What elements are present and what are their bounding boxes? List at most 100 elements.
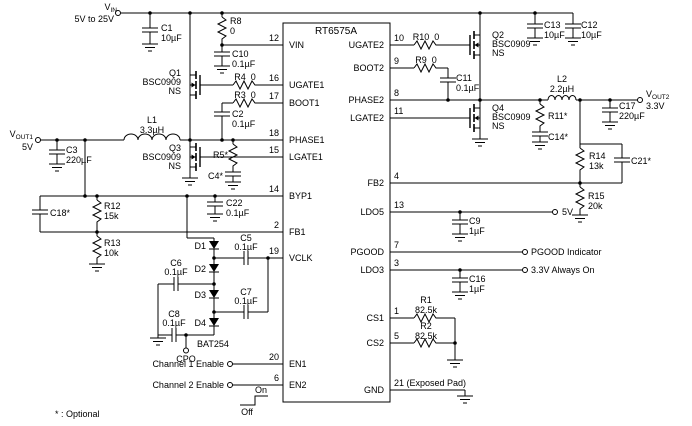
pin-name-fb1: FB1 <box>289 227 306 237</box>
q3-ref: Q3 <box>169 143 181 153</box>
capacitor-c14 <box>531 131 549 137</box>
c13-val: 10µF <box>544 30 565 40</box>
r8-ref: R8 <box>230 16 242 26</box>
capacitor-c7 <box>243 304 249 320</box>
r13-ref: R13 <box>104 238 121 248</box>
c11-val: 0.1µF <box>456 83 480 93</box>
capacitor-c2 <box>213 111 231 117</box>
capacitor-c6 <box>173 276 179 292</box>
mosfet-q4 <box>459 100 481 136</box>
inductor-l2 <box>547 95 577 101</box>
ground-symbol <box>456 395 474 404</box>
q3-model: BSC0909 <box>142 152 181 162</box>
pin-num-lgate1: 15 <box>269 145 279 155</box>
terminal-circles <box>35 10 643 388</box>
r2-val: 82.5k <box>415 331 438 341</box>
capacitor-c1 <box>141 27 159 33</box>
pin-num-ldo5: 13 <box>394 200 404 210</box>
capacitor-c17 <box>601 107 619 113</box>
wiring-input-rail <box>121 12 574 140</box>
wiring-outputs <box>390 211 553 396</box>
q2-model: BSC0909 <box>492 39 531 49</box>
capacitor-c22 <box>206 201 224 207</box>
ground-symbols <box>48 37 619 404</box>
ground-symbol <box>601 121 619 130</box>
ground-symbol <box>571 214 589 223</box>
c21-ref: C21* <box>631 156 652 166</box>
c9-ref: C9 <box>469 216 481 226</box>
capacitor-c10 <box>213 51 231 57</box>
wiring-feedback2 <box>390 100 623 215</box>
r13-val: 10k <box>104 248 119 258</box>
ground-symbol <box>446 359 464 368</box>
pin-num-cs2: 5 <box>394 331 399 341</box>
c22-val: 0.1µF <box>226 208 250 218</box>
vin-label: VIN <box>104 2 117 14</box>
junction-dots <box>55 11 612 345</box>
pin-name-phase1: PHASE1 <box>289 135 325 145</box>
ground-symbol <box>451 233 469 242</box>
r15-ref: R15 <box>588 191 605 201</box>
q2-pkg: NS <box>492 48 505 58</box>
ic-body <box>282 22 391 403</box>
pin-names: VIN UGATE1 BOOT1 PHASE1 LGATE1 BYP1 FB1 … <box>289 40 385 395</box>
wiring-buck1 <box>40 84 283 196</box>
capacitor-c12 <box>564 23 582 29</box>
pin-name-pgood: PGOOD <box>350 247 384 257</box>
l1-val: 3.3µH <box>140 125 164 135</box>
ground-symbol <box>213 65 231 74</box>
resistor-r12 <box>92 199 102 225</box>
d3-ref: D3 <box>194 290 206 300</box>
r12-val: 15k <box>104 211 119 221</box>
vout2-label: VOUT2 <box>646 89 670 101</box>
resistor-symbols <box>92 16 585 348</box>
en2-terminal <box>227 382 233 388</box>
pin-name-boot1: BOOT1 <box>289 98 320 108</box>
en2-label: Channel 2 Enable <box>152 380 224 390</box>
pin-name-lgate1: LGATE1 <box>289 152 323 162</box>
c7-ref: C7 <box>240 287 252 297</box>
q3-pkg: NS <box>168 161 181 171</box>
c8-val: 0.1µF <box>162 318 186 328</box>
terminal-labels: VIN 5V to 25V VOUT1 5V VOUT2 3.3V CPO Ch… <box>10 2 670 419</box>
c2-ref: C2 <box>232 109 244 119</box>
c10-val: 0.1µF <box>232 59 256 69</box>
vout1-terminal <box>35 137 41 143</box>
pin-name-byp1: BYP1 <box>289 191 312 201</box>
ground-symbol <box>206 213 224 222</box>
r14-val: 13k <box>589 161 604 171</box>
d4-ref: D4 <box>194 318 206 328</box>
mosfet-q3 <box>189 139 211 175</box>
c1-ref: C1 <box>161 23 173 33</box>
pin-num-ugate1: 16 <box>269 73 279 83</box>
pin-num-boot1: 17 <box>269 91 279 101</box>
capacitor-c5 <box>243 250 249 266</box>
c3-val: 220µF <box>66 155 92 165</box>
pin-num-en1: 20 <box>269 352 279 362</box>
pin-num-boot2: 9 <box>394 56 399 66</box>
pin-name-cs2: CS2 <box>366 338 384 348</box>
capacitor-c8 <box>171 327 177 343</box>
pin-name-fb2: FB2 <box>367 178 384 188</box>
c22-ref: C22 <box>226 198 243 208</box>
pin-name-en2: EN2 <box>289 380 307 390</box>
c2-val: 0.1µF <box>232 119 256 129</box>
vout1-value-label: 5V <box>22 142 33 152</box>
q1-pkg: NS <box>168 86 181 96</box>
resistor-r10 <box>413 40 439 50</box>
vout2-terminal <box>637 97 643 103</box>
d2-ref: D2 <box>194 264 206 274</box>
q2-ref: Q2 <box>492 30 504 40</box>
pin-num-phase2: 8 <box>394 88 399 98</box>
pin-name-boot2: BOOT2 <box>353 63 384 73</box>
pin-num-fb1: 2 <box>274 220 279 230</box>
l1-ref: L1 <box>147 115 157 125</box>
r1-ref: R1 <box>420 295 432 305</box>
en1-terminal <box>227 361 233 367</box>
r2-ref: R2 <box>420 321 432 331</box>
pin-num-fb2: 4 <box>394 171 399 181</box>
